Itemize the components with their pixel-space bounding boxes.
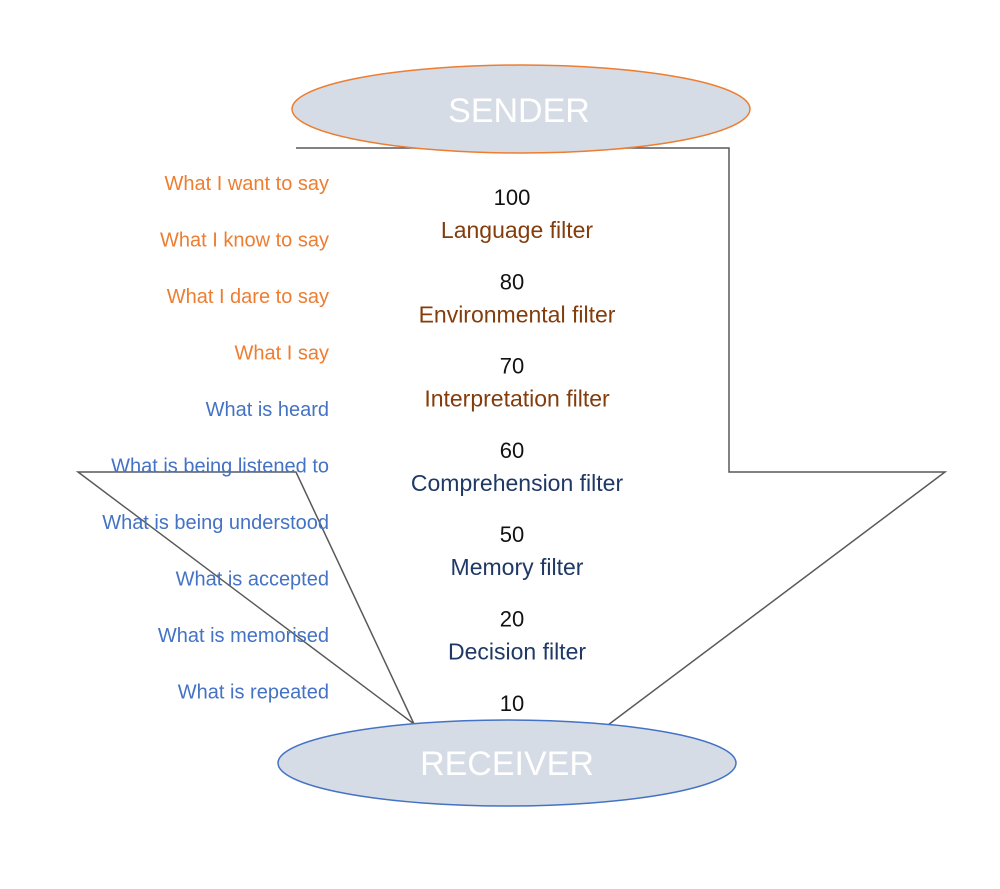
filter-label: Environmental filter: [419, 301, 616, 327]
side-label: What is being understood: [102, 512, 329, 534]
sender-label: SENDER: [448, 92, 590, 130]
side-label: What is accepted: [176, 569, 329, 591]
side-label: What I dare to say: [167, 286, 329, 308]
sender-ellipse: [291, 64, 751, 154]
value-label: 50: [500, 522, 524, 547]
sender-node: SENDER: [291, 64, 751, 154]
side-label: What is being listened to: [111, 456, 329, 478]
receiver-node: RECEIVER: [277, 719, 737, 807]
side-label: What I say: [235, 343, 329, 365]
filter-label: Comprehension filter: [411, 470, 624, 496]
value-label: 100: [494, 185, 531, 210]
side-label: What is heard: [206, 399, 329, 421]
side-label: What is memorised: [158, 625, 329, 647]
value-label: 10: [500, 691, 524, 716]
receiver-ellipse: [277, 719, 737, 807]
value-label: 20: [500, 607, 524, 632]
side-label: What is repeated: [178, 682, 329, 704]
receiver-label: RECEIVER: [420, 745, 594, 783]
filter-label: Interpretation filter: [424, 386, 610, 412]
value-label: 60: [500, 438, 524, 463]
value-labels: 100 80 70 60 50 20 10: [494, 185, 531, 716]
side-label: What I know to say: [160, 230, 329, 252]
filter-label: Decision filter: [448, 639, 586, 665]
filter-label: Memory filter: [451, 554, 584, 580]
filter-label: Language filter: [441, 217, 594, 243]
side-label: What I want to say: [164, 173, 329, 195]
value-label: 80: [500, 269, 524, 294]
value-label: 70: [500, 354, 524, 379]
